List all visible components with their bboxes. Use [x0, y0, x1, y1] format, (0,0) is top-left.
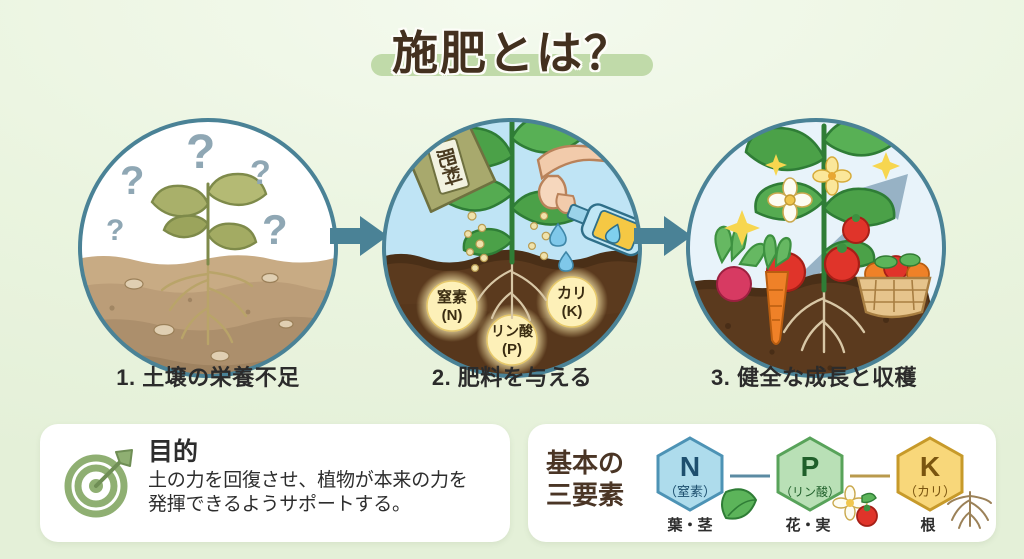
nutrient-p-name: リン酸 — [491, 323, 534, 339]
svg-text:?: ? — [250, 154, 271, 192]
svg-text:?: ? — [106, 214, 124, 247]
liquid-fertilizer-bottle — [566, 203, 640, 257]
nutrient-n-symbol: (N) — [442, 307, 463, 324]
nutrient-n-name: 窒素 — [437, 288, 467, 306]
page-title: 施肥とは？ — [392, 27, 632, 79]
element-hex-n: N （窒素） — [656, 436, 758, 520]
target-icon — [62, 446, 136, 520]
sparkles — [724, 152, 900, 246]
svg-text:?: ? — [186, 126, 215, 179]
leaf-icon — [721, 488, 758, 520]
elements-label-line-1: 基本の — [546, 448, 625, 478]
carrot — [762, 234, 792, 345]
step-2-illustration: 肥料 — [382, 118, 642, 378]
arrow-step1-to-step2 — [330, 214, 388, 258]
purpose-title: 目的 — [148, 438, 199, 466]
root-icon — [947, 491, 992, 529]
three-elements-label: 基本の 三要素 — [546, 448, 654, 511]
harvest-basket — [856, 253, 932, 319]
hex-n-role: 葉・茎 — [666, 516, 712, 534]
hex-n-symbol: N — [680, 451, 700, 482]
hex-p-symbol: P — [801, 451, 820, 482]
hex-k-role: 根 — [920, 516, 935, 534]
radish — [714, 224, 766, 302]
hex-n-name: （窒素） — [664, 484, 716, 499]
step-2-caption: 2. 肥料を与える — [431, 365, 593, 390]
elements-label-line-2: 三要素 — [546, 479, 625, 510]
arrow-step2-to-step3 — [634, 214, 692, 258]
purpose-card: 目的 土の力を回復させ、植物が本来の力を 発揮できるようサポートする。 — [40, 424, 510, 542]
purpose-text-block: 目的 土の力を回復させ、植物が本来の力を 発揮できるようサポートする。 — [148, 438, 498, 517]
nutrient-k-symbol: (K) — [562, 303, 583, 320]
svg-text:?: ? — [262, 206, 288, 253]
nutrient-k-name: カリ — [557, 285, 587, 302]
step-3-caption: 3. 健全な成長と収穫 — [711, 365, 917, 390]
step-panel-1: ? ? ? ? ? — [72, 112, 344, 384]
step-panel-3 — [680, 112, 952, 384]
purpose-body-line-2: 発揮できるようサポートする。 — [148, 494, 411, 516]
svg-text:?: ? — [120, 159, 144, 203]
title-highlight-bar — [371, 54, 653, 76]
flower-yellow — [812, 156, 852, 196]
step-panel-2: 肥料 — [376, 112, 648, 384]
hex-p-name: （リン酸） — [780, 484, 840, 499]
hex-p-role: 花・実 — [785, 516, 830, 534]
water-drops — [549, 222, 574, 272]
purpose-body-line-1: 土の力を回復させ、植物が本来の力を — [148, 469, 468, 491]
step-1-caption: 1. 土壌の栄養不足 — [116, 365, 300, 390]
element-hex-p: P （リン酸） — [776, 436, 878, 527]
flower-white — [767, 177, 813, 223]
tomatoes — [765, 214, 870, 293]
hex-k-symbol: K — [920, 451, 940, 482]
step-3-illustration — [686, 118, 946, 378]
title-area: 施肥とは？ — [0, 8, 1024, 92]
nutrient-p-symbol: (P) — [502, 341, 522, 358]
three-elements-card: 基本の 三要素 N （窒素） — [528, 424, 996, 542]
element-hex-k: K （カリ） — [896, 436, 992, 529]
npk-diagram: N （窒素） P （リン酸） — [648, 430, 994, 538]
hex-k-name: （カリ） — [904, 484, 956, 499]
step-1-illustration: ? ? ? ? ? — [78, 118, 338, 378]
question-marks: ? ? ? ? ? — [106, 126, 288, 253]
flower-tomato-icon — [832, 485, 878, 527]
